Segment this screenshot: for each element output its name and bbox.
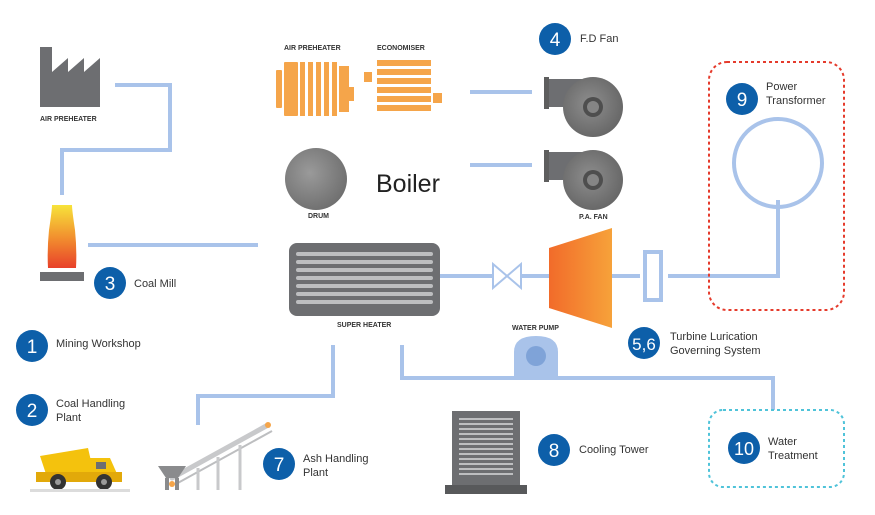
step-label-4: F.D Fan	[580, 33, 619, 45]
step-label-3: Coal Mill	[134, 278, 176, 290]
factory-label: AIR PREHEATER	[40, 116, 97, 123]
step-label-7: Ash Handling Plant	[303, 453, 372, 479]
super-heater-label: SUPER HEATER	[337, 322, 391, 329]
economiser-icon	[364, 60, 442, 111]
pipe-factory-to-mill	[60, 83, 172, 195]
step-label-8: Cooling Tower	[579, 444, 649, 456]
step-label-2: Coal Handling Plant	[56, 398, 128, 424]
turbine-icon	[549, 228, 612, 328]
step-badge-3: 3	[94, 267, 126, 299]
pa-fan-icon	[544, 150, 623, 210]
coal-mill-icon	[40, 205, 84, 281]
step-badge-10: 10	[728, 432, 760, 464]
pipes	[60, 83, 780, 425]
step-badge-1: 1	[16, 330, 48, 362]
air-preheater-label: AIR PREHEATER	[284, 45, 341, 52]
svg-text:5,6: 5,6	[632, 335, 656, 354]
step-badge-2: 2	[16, 394, 48, 426]
svg-text:8: 8	[549, 441, 560, 462]
svg-text:4: 4	[550, 30, 561, 51]
svg-text:9: 9	[737, 90, 748, 111]
power-transformer-box	[708, 61, 845, 311]
step-label-9: Power Transformer	[766, 81, 826, 107]
svg-text:1: 1	[27, 337, 38, 358]
pipe-generator-to-transformer	[668, 200, 780, 278]
economiser-label: ECONOMISER	[377, 45, 425, 52]
cooling-tower-icon	[445, 411, 527, 494]
water-pump-icon	[514, 336, 558, 380]
boiler-title: Boiler	[376, 170, 440, 198]
pipe-superheater-to-ash	[196, 345, 335, 425]
water-pump-label: WATER PUMP	[512, 325, 559, 332]
ash-conveyor-icon	[158, 422, 273, 490]
fd-fan-icon	[544, 77, 623, 137]
step-badge-4: 4	[539, 23, 571, 55]
air-preheater-icon	[276, 62, 354, 116]
step-badge-5-6: 5,6	[628, 327, 660, 359]
generator-coupling-icon	[643, 250, 663, 302]
drum-icon	[285, 148, 347, 210]
step-badge-7: 7	[263, 448, 295, 480]
pa-fan-label: P.A. FAN	[579, 214, 608, 221]
valve-icon	[492, 261, 522, 291]
drum-label: DRUM	[308, 213, 329, 220]
dump-truck-icon	[30, 448, 130, 492]
power-transformer-icon	[732, 117, 824, 209]
step-badge-9: 9	[726, 83, 758, 115]
super-heater-icon	[289, 243, 440, 316]
step-badge-8: 8	[538, 434, 570, 466]
svg-text:10: 10	[734, 439, 754, 459]
pipe-superheater-to-water-treatment	[400, 345, 775, 410]
svg-text:3: 3	[105, 274, 116, 295]
water-treatment-box	[708, 409, 845, 488]
step-label-10: Water Treatment	[768, 436, 818, 462]
svg-text:2: 2	[27, 401, 38, 422]
factory-icon	[40, 47, 100, 107]
step-label-1: Mining Workshop	[56, 338, 141, 350]
svg-text:7: 7	[274, 455, 285, 476]
step-label-5-6: Turbine Lurication Governing System	[670, 331, 761, 357]
